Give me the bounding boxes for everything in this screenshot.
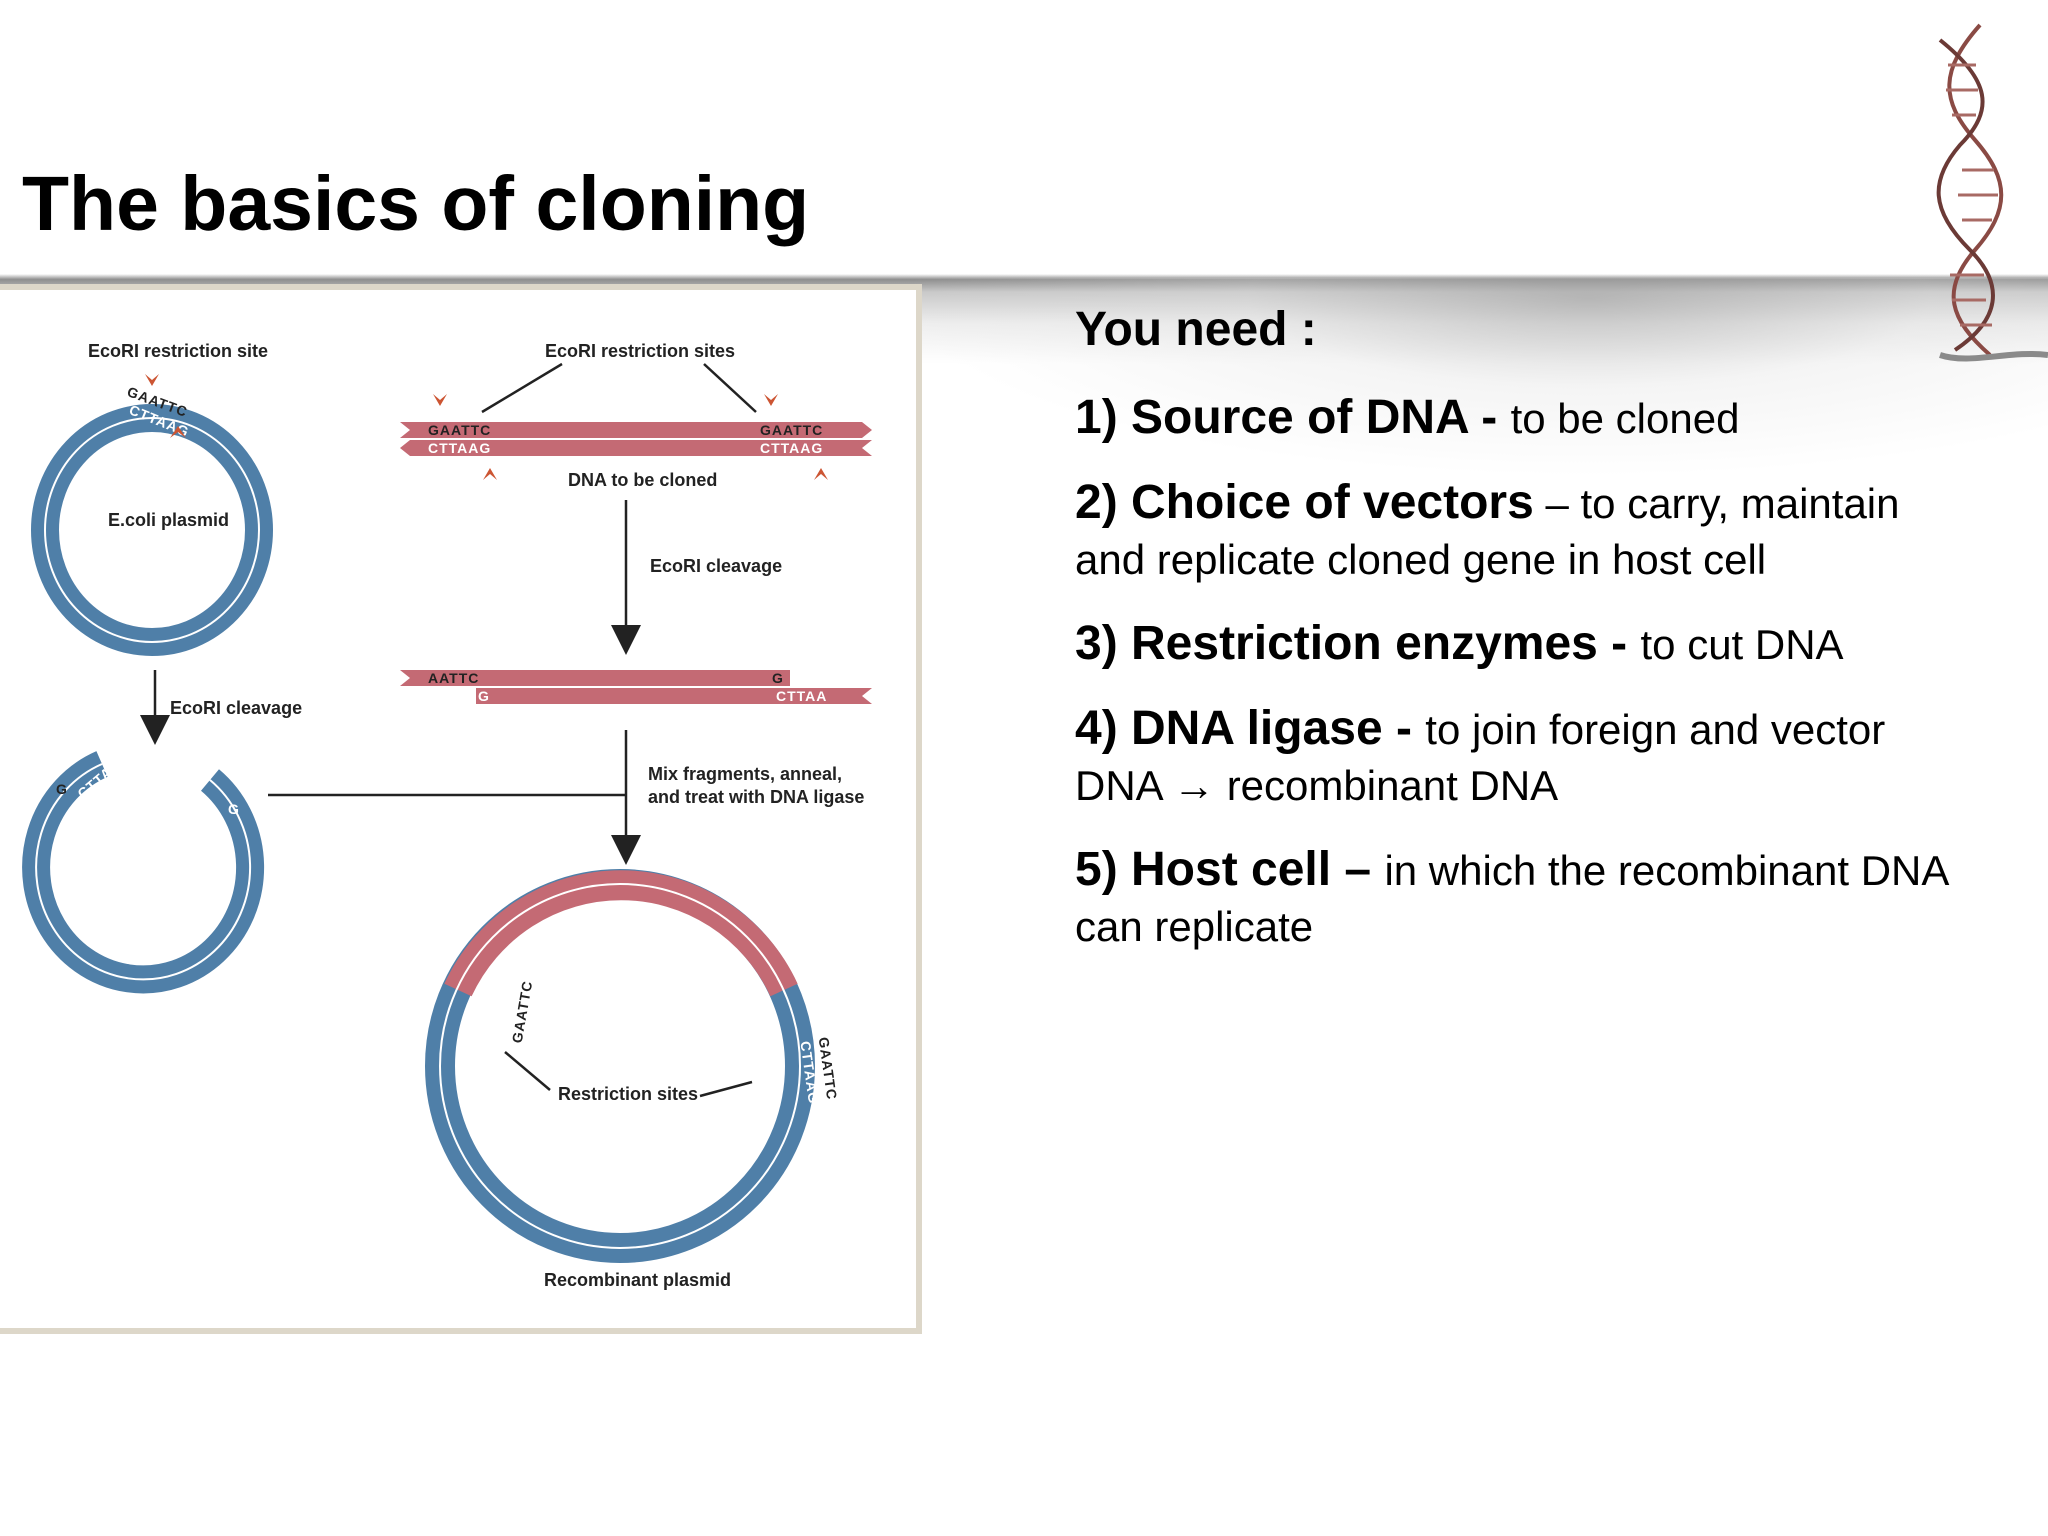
ecori-sites-label: EcoRI restriction sites <box>545 341 735 361</box>
open-left-outer: G <box>56 781 68 797</box>
slide-title: The basics of cloning <box>22 161 810 247</box>
open-right-inner: G <box>228 801 240 817</box>
ecoli-plasmid <box>31 404 273 656</box>
dna-fragment <box>400 422 872 456</box>
dna-seq-bottom-left: CTTAAG <box>428 440 491 456</box>
cut-dna-fragment <box>400 670 872 704</box>
dna-arrow-bottom-left <box>483 468 497 480</box>
recombinant-plasmid <box>425 869 815 1263</box>
cleavage-label-left: EcoRI cleavage <box>170 698 302 718</box>
ecori-site-label: EcoRI restriction site <box>88 341 268 361</box>
dna-helix-icon <box>1936 23 2048 362</box>
ecori-site-arrow-top <box>145 374 159 386</box>
requirement-desc: to be cloned <box>1510 395 1740 442</box>
requirement-desc: to cut DNA <box>1640 621 1844 668</box>
cut-seq-bottom-left: G <box>478 688 490 704</box>
recombinant-label: Recombinant plasmid <box>544 1270 731 1290</box>
requirement-item-3: 3) Restriction enzymes - to cut DNA <box>1075 616 1975 673</box>
cut-seq-top-left: AATTC <box>428 670 479 686</box>
requirement-desc: to join foreign and vector DNA → recombi… <box>1075 706 1886 809</box>
dna-arrow-top-left <box>433 394 447 406</box>
restriction-pointer-right <box>699 1080 753 1098</box>
cloning-diagram-svg: GAATTC CTTAAG EcoRI restriction site E.c… <box>22 341 872 1290</box>
dna-seq-top-right: GAATTC <box>760 422 823 438</box>
header-band-shine <box>900 278 2048 478</box>
requirement-term: 2) Choice of vectors <box>1075 476 1534 529</box>
dna-seq-top-left: GAATTC <box>428 422 491 438</box>
mix-label-line1: Mix fragments, anneal, <box>648 764 842 784</box>
cut-seq-top-right: G <box>772 670 784 686</box>
requirement-desc: – to carry, maintain and replicate clone… <box>1075 480 1900 583</box>
requirement-term: 4) DNA ligase - <box>1075 702 1426 755</box>
restriction-pointer-left <box>504 1051 551 1091</box>
requirement-term: 1) Source of DNA - <box>1075 391 1511 444</box>
cut-seq-bottom-right: CTTAA <box>776 688 827 704</box>
requirement-item-1: 1) Source of DNA - to be cloned <box>1075 390 1975 447</box>
requirements-heading: You need : <box>1075 303 1317 356</box>
restriction-sites-label: Restriction sites <box>558 1084 698 1104</box>
plasmid-label: E.coli plasmid <box>108 510 229 530</box>
requirement-desc: in which the recombinant DNA can replica… <box>1075 847 1948 950</box>
requirement-term: 3) Restriction enzymes - <box>1075 617 1641 670</box>
dna-arrow-bottom-right <box>814 468 828 480</box>
ecori-site-arrow-bottom <box>170 426 186 438</box>
ecori-sites-pointer-right <box>703 363 757 413</box>
dna-arrow-top-right <box>764 394 778 406</box>
requirement-item-5: 5) Host cell – in which the recombinant … <box>1075 842 1975 955</box>
opened-plasmid <box>22 751 265 994</box>
cleavage-label-right: EcoRI cleavage <box>650 556 782 576</box>
requirement-item-2: 2) Choice of vectors – to carry, maintai… <box>1075 475 1975 588</box>
requirement-item-4: 4) DNA ligase - to join foreign and vect… <box>1075 701 1975 814</box>
requirements-list: You need : 1) Source of DNA - to be clon… <box>1075 300 1975 983</box>
dna-seq-bottom-right: CTTAAG <box>760 440 823 456</box>
cloning-diagram: GAATTC CTTAAG EcoRI restriction site E.c… <box>0 284 922 1334</box>
ecori-sites-pointer-left <box>481 362 563 414</box>
dna-to-clone-label: DNA to be cloned <box>568 470 717 490</box>
requirement-term: 5) Host cell – <box>1075 843 1385 896</box>
mix-label-line2: and treat with DNA ligase <box>648 787 864 807</box>
